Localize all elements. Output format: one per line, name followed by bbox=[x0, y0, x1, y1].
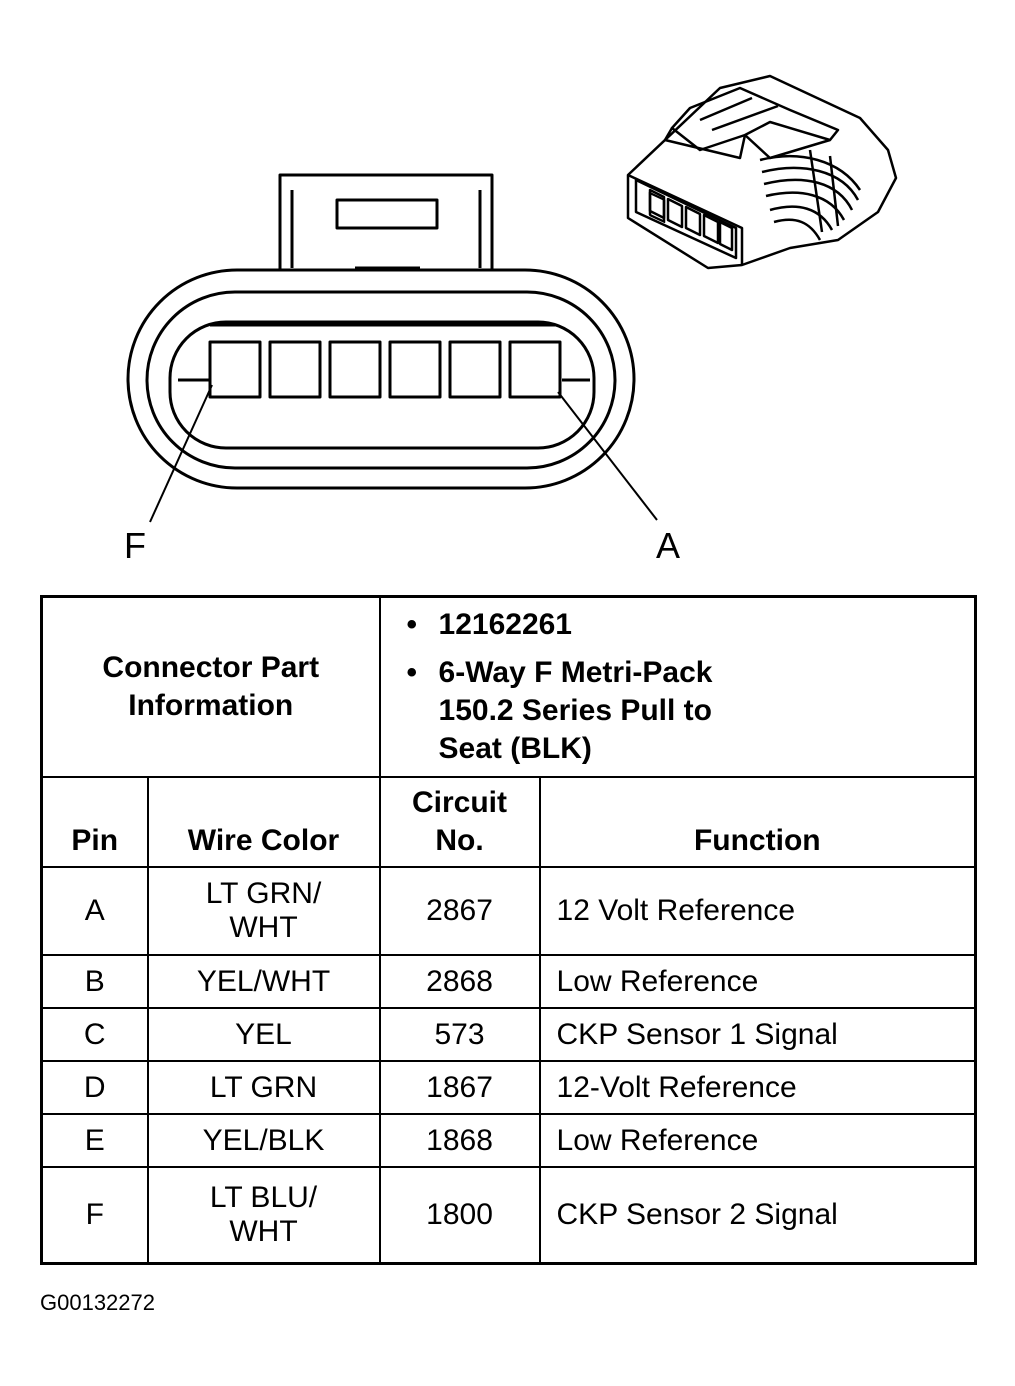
circuit-cell: 1800 bbox=[378, 1166, 541, 1264]
connector-info-label: Connector Part Information bbox=[40, 595, 381, 778]
connector-info-row: Connector Part Information • 12162261 • … bbox=[40, 595, 977, 778]
table-row: C YEL 573 CKP Sensor 1 Signal bbox=[40, 1007, 977, 1062]
wire-color-cell: LT GRN/ WHT bbox=[146, 866, 381, 956]
table-row: A LT GRN/ WHT 2867 12 Volt Reference bbox=[40, 866, 977, 956]
pin-cavity-f bbox=[208, 340, 262, 399]
table-header-row: Pin Wire Color Circuit No. Function bbox=[40, 776, 977, 868]
pin-cavity-d bbox=[328, 340, 382, 399]
wire-color-cell: LT GRN bbox=[146, 1060, 381, 1115]
function-cell: CKP Sensor 2 Signal bbox=[538, 1166, 977, 1264]
pin-cell: A bbox=[40, 866, 149, 956]
connector-info-label-text: Connector Part Information bbox=[102, 651, 320, 722]
leader-line-f bbox=[149, 384, 213, 523]
circuit-cell: 573 bbox=[378, 1007, 541, 1062]
function-cell: 12-Volt Reference bbox=[538, 1060, 977, 1115]
function-cell: CKP Sensor 1 Signal bbox=[538, 1007, 977, 1062]
part-number: 12162261 bbox=[438, 608, 572, 641]
latch bbox=[278, 173, 494, 272]
wire-color-cell: YEL/WHT bbox=[146, 954, 381, 1009]
table-row: D LT GRN 1867 12-Volt Reference bbox=[40, 1060, 977, 1115]
header-function: Function bbox=[538, 776, 977, 868]
function-cell: 12 Volt Reference bbox=[538, 866, 977, 956]
pin-cavity-e bbox=[268, 340, 322, 399]
connector-shell bbox=[126, 268, 636, 490]
table-row: B YEL/WHT 2868 Low Reference bbox=[40, 954, 977, 1009]
circuit-cell: 1867 bbox=[378, 1060, 541, 1115]
connector-info-item: • 12162261 bbox=[407, 606, 975, 644]
circuit-cell: 2868 bbox=[378, 954, 541, 1009]
pin-cell: C bbox=[40, 1007, 149, 1062]
bullet-icon: • bbox=[406, 608, 418, 641]
pin-label-a: A bbox=[656, 525, 681, 566]
table-row: F LT BLU/ WHT 1800 CKP Sensor 2 Signal bbox=[40, 1166, 977, 1264]
table-row: E YEL/BLK 1868 Low Reference bbox=[40, 1113, 977, 1168]
connector-face bbox=[126, 173, 658, 523]
pin-cavity-c bbox=[388, 340, 442, 399]
function-cell: Low Reference bbox=[538, 954, 977, 1009]
header-pin: Pin bbox=[40, 776, 149, 868]
circuit-cell: 2867 bbox=[378, 866, 541, 956]
pin-cell: F bbox=[40, 1166, 149, 1264]
connector-diagram bbox=[126, 74, 898, 523]
connector-pinout-table: Connector Part Information • 12162261 • … bbox=[40, 595, 978, 1265]
pin-cell: E bbox=[40, 1113, 149, 1168]
function-cell: Low Reference bbox=[538, 1113, 977, 1168]
bullet-icon: • bbox=[406, 656, 418, 689]
header-circuit-no: Circuit No. bbox=[378, 776, 541, 868]
circuit-cell: 1868 bbox=[378, 1113, 541, 1168]
header-wire-color: Wire Color bbox=[146, 776, 381, 868]
pin-cell: D bbox=[40, 1060, 149, 1115]
pin-label-f: F bbox=[124, 525, 146, 566]
pin-cell: B bbox=[40, 954, 149, 1009]
wire-color-cell: YEL bbox=[146, 1007, 381, 1062]
connector-description: 6-Way F Metri-Pack 150.2 Series Pull to … bbox=[438, 656, 713, 765]
wire-color-cell: LT BLU/ WHT bbox=[146, 1166, 381, 1264]
connector-isometric bbox=[626, 74, 898, 270]
wire-color-cell: YEL/BLK bbox=[146, 1113, 381, 1168]
connector-info-item: • 6-Way F Metri-Pack 150.2 Series Pull t… bbox=[407, 654, 975, 768]
connector-info-details: • 12162261 • 6-Way F Metri-Pack 150.2 Se… bbox=[378, 595, 977, 778]
pin-cavity-a bbox=[508, 340, 562, 399]
figure-id: G00132272 bbox=[40, 1290, 155, 1315]
leader-line-a bbox=[557, 391, 658, 521]
pin-cavity-b bbox=[448, 340, 502, 399]
